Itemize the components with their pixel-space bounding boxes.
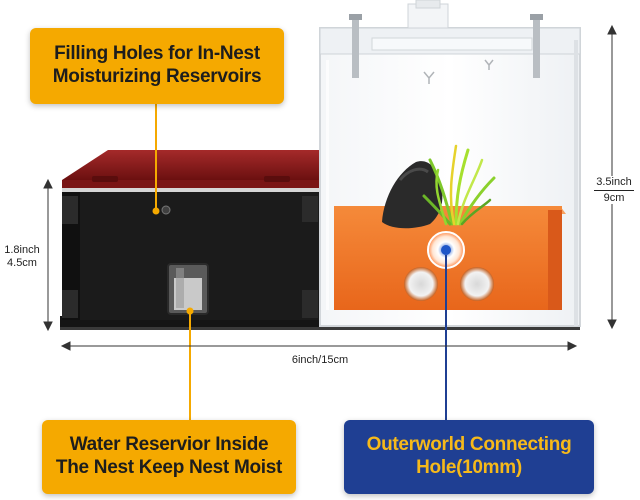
- callout-water-reservoir: Water Reservior Inside The Nest Keep Nes…: [42, 420, 296, 494]
- nest-module: [62, 150, 320, 320]
- acrylic-edge-right: [574, 40, 578, 326]
- screw-right: [533, 18, 540, 78]
- rock: [382, 161, 443, 229]
- lid-clip-right: [264, 176, 290, 182]
- rock-highlight: [398, 167, 429, 181]
- callout-connecting-hole: Outerworld Connecting Hole(10mm): [344, 420, 594, 494]
- outworld-lid-bar: [371, 37, 533, 51]
- nest-left-clip-top: [62, 196, 78, 224]
- dimension-outworld-height-cm: 9cm: [603, 191, 625, 204]
- callout-filling-holes-line1: Filling Holes for In-Nest: [54, 43, 260, 65]
- dimension-outworld-height: 3.5inch 9cm: [588, 176, 640, 205]
- sand-hole-right: [460, 267, 494, 301]
- small-y-mark-2: [484, 59, 494, 70]
- screw-left: [352, 18, 359, 78]
- nest-right-clip-top: [302, 196, 318, 222]
- callout-filling-holes-line2: Moisturizing Reservoirs: [52, 66, 262, 87]
- dimension-nest-height: 1.8inch 4.5cm: [0, 244, 44, 270]
- plant: [422, 144, 496, 226]
- reservoir-marker: [186, 307, 194, 315]
- screw-left-cap: [349, 14, 362, 20]
- water-reservoir-gloss: [176, 268, 184, 308]
- acrylic-reflection: [326, 60, 329, 310]
- nest-lid-glass: [62, 188, 320, 192]
- nest-left-clip-bottom: [62, 290, 78, 318]
- callout-connecting-hole-line2: Hole(10mm): [416, 457, 522, 478]
- lid-clip-left: [92, 176, 118, 182]
- sand-side: [548, 210, 562, 310]
- dimension-nest-height-cm: 4.5cm: [7, 256, 37, 269]
- base-plate-edge: [60, 327, 580, 330]
- filling-hole-marker: [152, 207, 160, 215]
- callout-water-reservoir-line1: Water Reservior Inside: [69, 434, 269, 456]
- filling-hole: [161, 205, 171, 215]
- callout-connecting-hole-line1: Outerworld Connecting: [366, 434, 572, 456]
- dimension-nest-height-inch: 1.8inch: [4, 244, 40, 256]
- outworld-lid-handle-knob: [415, 0, 441, 9]
- sand-hole-left: [404, 267, 438, 301]
- dimension-divider: [594, 189, 634, 191]
- nest-lid-front: [62, 180, 320, 188]
- nest-lid-top: [62, 150, 320, 180]
- callout-filling-holes: Filling Holes for In-Nest Moisturizing R…: [30, 28, 284, 104]
- screw-right-cap: [530, 14, 543, 20]
- dimension-width-value: 6inch/15cm: [291, 354, 349, 366]
- connecting-port-center: [441, 245, 451, 255]
- nest-right-clip-bottom: [302, 290, 318, 318]
- small-y-mark: [423, 71, 435, 84]
- outworld-box: [319, 0, 581, 327]
- dimension-width: 6inch/15cm: [270, 354, 370, 367]
- callout-water-reservoir-line2: The Nest Keep Nest Moist: [55, 457, 283, 478]
- dimension-outworld-height-inch: 3.5inch: [596, 176, 632, 188]
